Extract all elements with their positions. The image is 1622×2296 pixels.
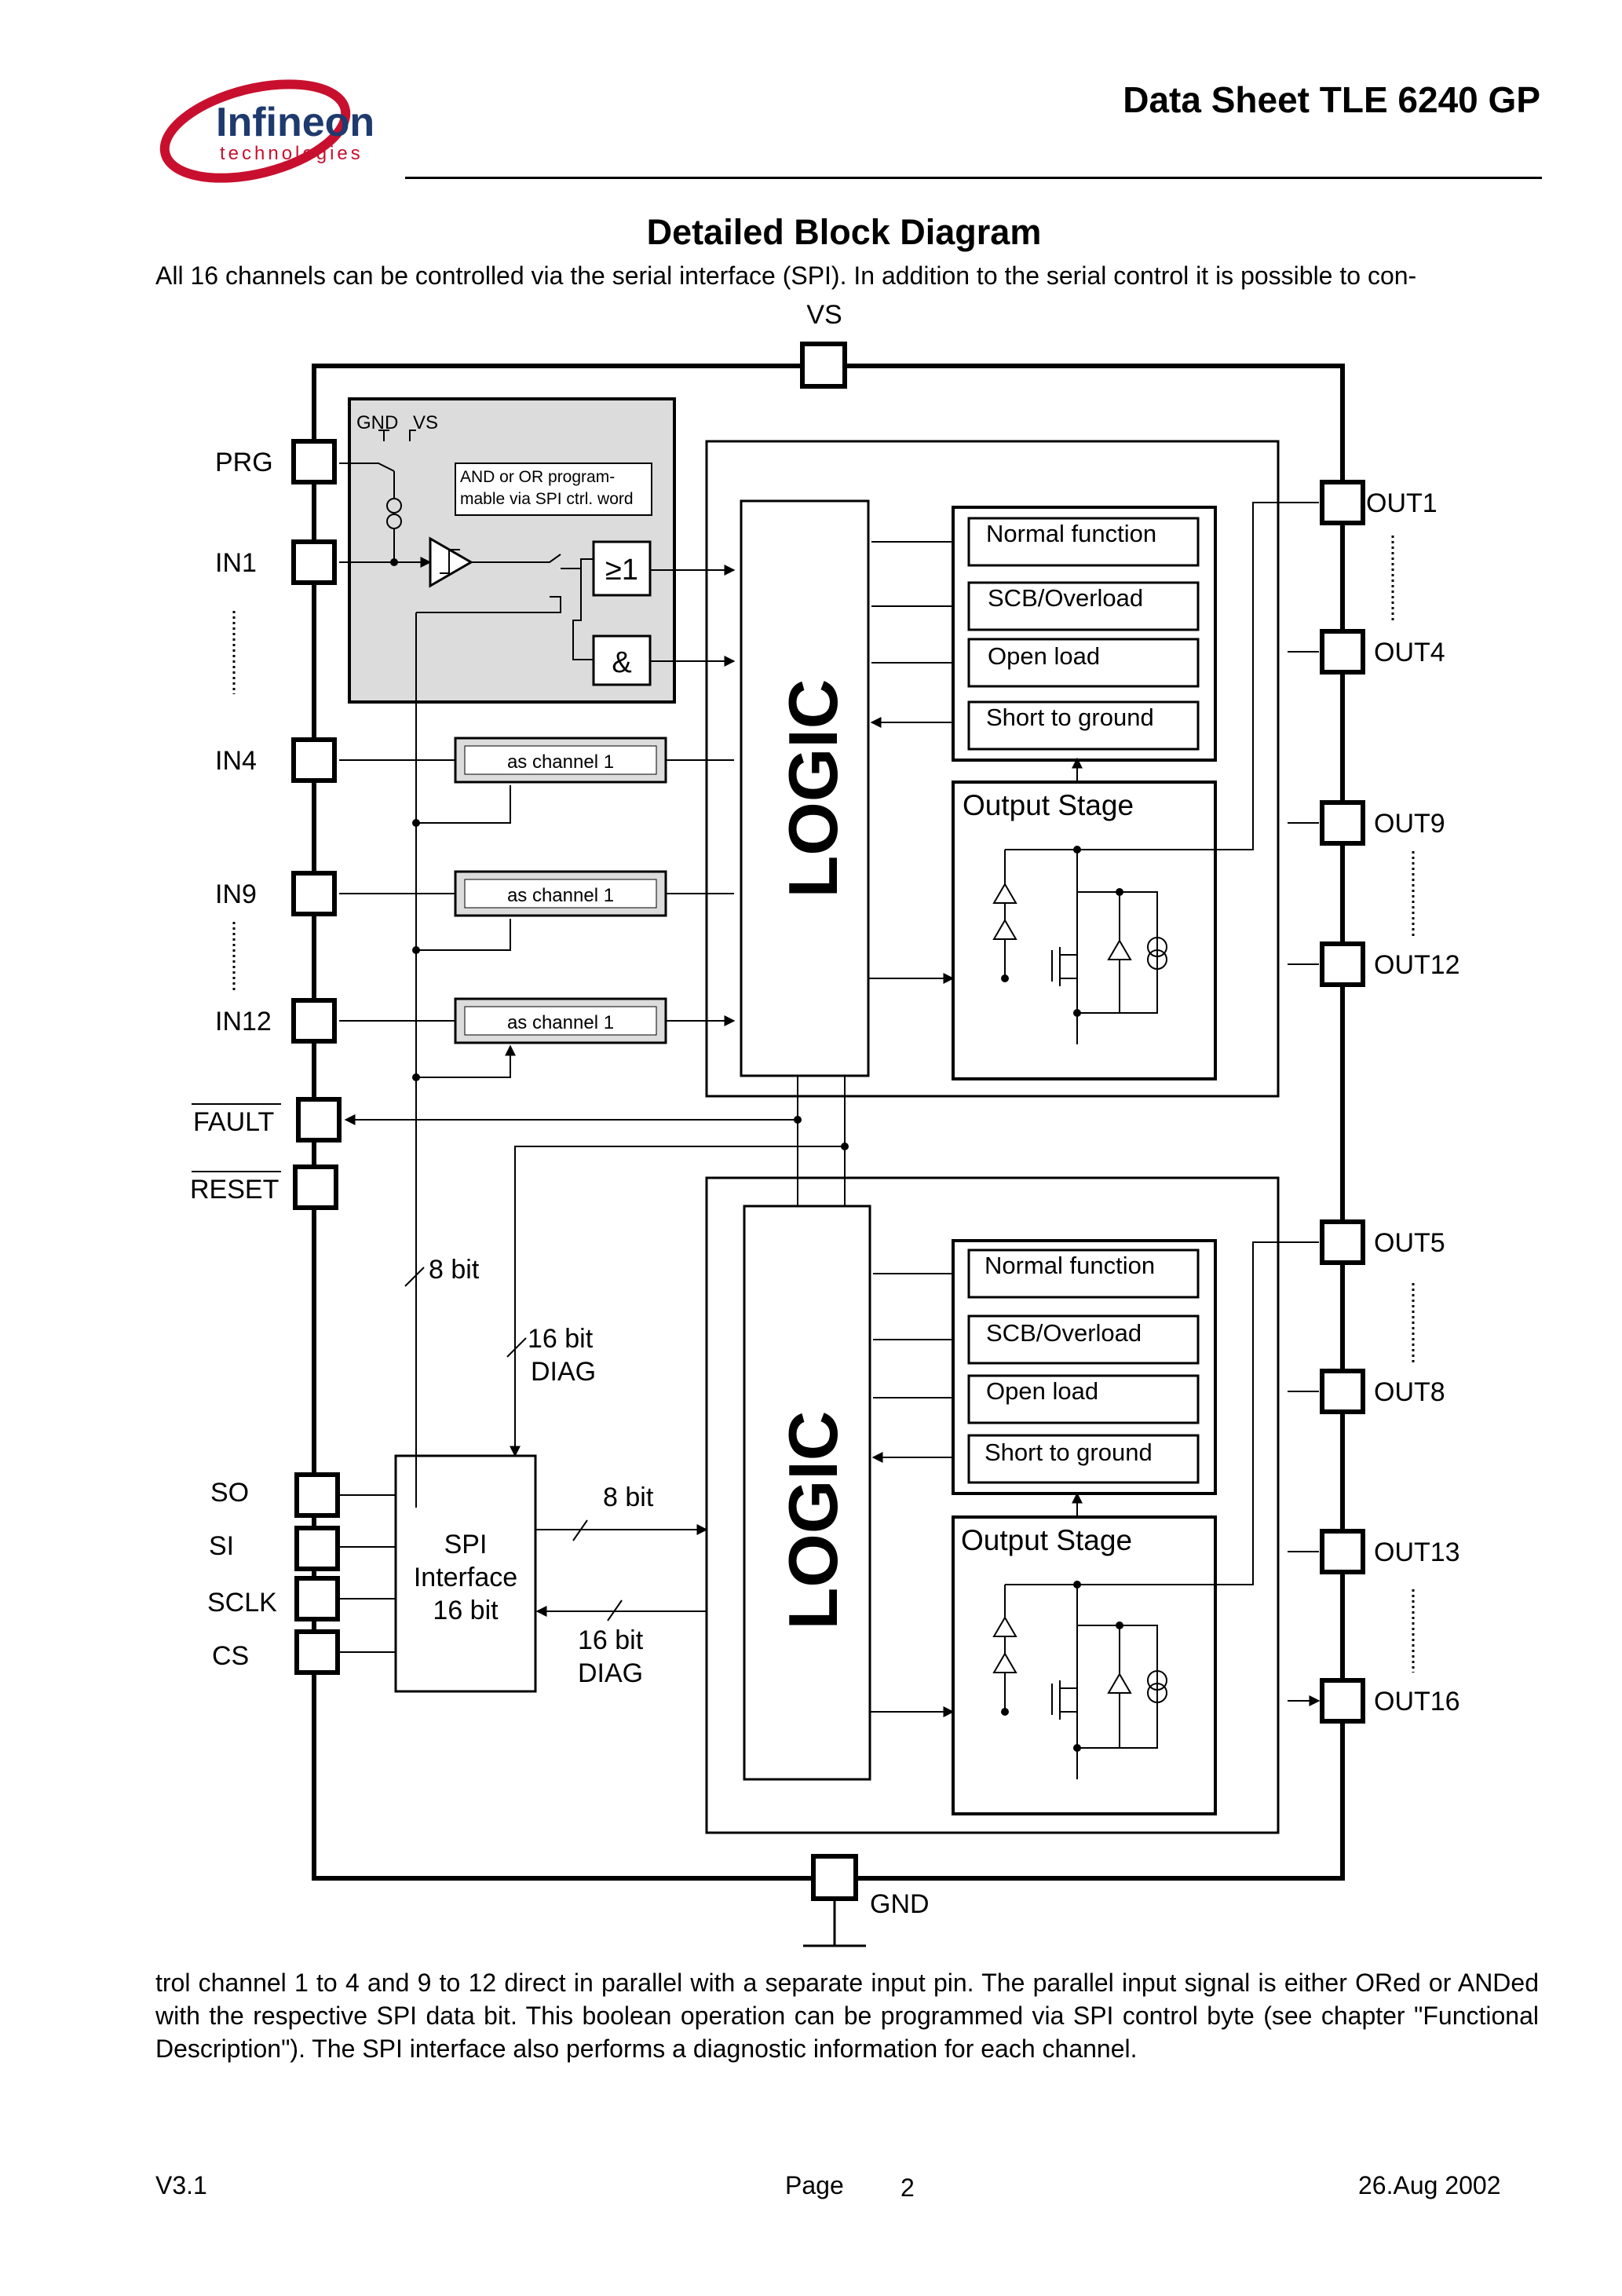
so-label: SO [210,1478,249,1508]
logo-sub: technologies [220,143,363,164]
bus-16bit-label-spi: 16 bit [578,1625,644,1655]
cs-pin [294,1629,340,1675]
section-title: Detailed Block Diagram [646,212,1042,252]
cs-label: CS [212,1641,249,1671]
in12-label: IN12 [215,1007,272,1036]
out9-pin [1320,800,1365,846]
upper-short-to-ground: Short to ground [986,704,1154,731]
out13-pin [1320,1529,1365,1574]
as-channel-in12: as channel 1 [507,1012,614,1033]
footer-page-label: Page [785,2171,844,2199]
so-pin [294,1472,340,1518]
spi-label-line1: SPI [444,1530,488,1559]
in4-label: IN4 [215,746,257,776]
spi-label-line2: Interface [414,1563,517,1592]
reset-pin [293,1164,338,1210]
out12-label: OUT12 [1374,950,1460,980]
out13-label: OUT13 [1374,1537,1460,1567]
out5-pin [1320,1219,1365,1265]
out4-pin [1320,629,1365,675]
and-gate [592,634,652,686]
fault-label: FAULT [193,1107,274,1137]
out1-label: OUT1 [1366,488,1438,518]
bus-8bit-label-spi: 8 bit [603,1483,654,1512]
intro-paragraph: All 16 channels can be controlled via th… [155,261,1417,290]
in9-pin [291,871,337,916]
upper-diag-frame [952,506,1217,762]
upper-output-stage-label: Output Stage [963,789,1134,821]
infineon-logo: Infineon technologies [153,67,374,212]
footer-version: V3.1 [155,2171,207,2199]
upper-logic-label: LOGIC [774,679,852,898]
gnd-label: GND [870,1889,930,1919]
out9-label: OUT9 [1374,809,1445,839]
bus-16bit-label-vertical: 16 bit [528,1324,594,1354]
upper-scb-overload: SCB/Overload [988,584,1143,612]
upper-normal-function: Normal function [986,520,1156,547]
sclk-label: SCLK [207,1588,277,1618]
upper-open-load: Open load [988,642,1100,670]
or-gate-label: ≥1 [605,554,638,587]
sclk-pin [294,1576,340,1621]
gnd-symbol [803,1899,866,1947]
out12-pin [1320,941,1365,987]
or-gate [592,540,652,597]
out1-pin [1320,480,1365,525]
si-label: SI [209,1531,234,1561]
lower-normal-function: Normal function [985,1252,1155,1279]
as-channel-in9: as channel 1 [507,885,614,906]
out4-label: OUT4 [1374,638,1445,667]
si-pin [294,1526,340,1571]
input-note-line2: mable via SPI ctrl. word [460,490,634,508]
fault-pin [296,1097,342,1143]
input-note-box [455,462,652,516]
upper-block-frame [705,440,1280,1098]
logo-name: Infineon [216,100,373,145]
prg-label: PRG [215,448,273,477]
document-title: Data Sheet TLE 6240 GP [1123,79,1540,120]
lower-diag-frame [952,1239,1217,1495]
lower-scb-overload: SCB/Overload [986,1319,1142,1347]
in1-label: IN1 [215,548,257,578]
footer-date: 26.Aug 2002 [1358,2171,1501,2199]
body-paragraph: trol channel 1 to 4 and 9 to 12 direct i… [155,1969,1539,2063]
lower-logic-block [743,1205,871,1781]
out8-pin [1320,1369,1365,1414]
in12-pin [291,998,337,1044]
lower-output-stage [952,1515,1217,1815]
prg-pin [291,439,337,484]
in1-pin [291,539,337,585]
bus-8bit-label-vertical: 8 bit [429,1255,480,1285]
bus-diag-label-spi: DIAG [578,1658,643,1688]
upper-output-stage [952,781,1217,1080]
input-gnd-label: GND [356,412,398,433]
header-rule [405,177,1542,179]
in4-pin [291,737,337,783]
bus-diag-label-vertical: DIAG [531,1357,596,1387]
out5-label: OUT5 [1374,1228,1445,1258]
lower-logic-label: LOGIC [774,1411,852,1630]
out16-label: OUT16 [1374,1687,1460,1717]
out8-label: OUT8 [1374,1377,1445,1407]
lower-open-load: Open load [986,1377,1098,1405]
input-vs-label: VS [413,412,438,433]
lower-output-stage-label: Output Stage [961,1524,1132,1556]
spi-label-line3: 16 bit [433,1596,499,1625]
vs-pin [800,342,847,389]
spi-interface-block [394,1454,537,1693]
input-note-line1: AND or OR program- [460,468,615,486]
upper-logic-block [740,499,870,1077]
lower-short-to-ground: Short to ground [985,1439,1153,1466]
gnd-pin [811,1854,858,1901]
as-channel-in4: as channel 1 [507,751,614,773]
out16-pin [1320,1678,1365,1724]
footer-page-number: 2 [901,2174,915,2202]
and-gate-label: & [612,646,631,679]
lower-block-frame [705,1176,1280,1834]
vs-label: VS [806,300,842,330]
reset-label: RESET [190,1175,279,1205]
in9-label: IN9 [215,879,257,909]
